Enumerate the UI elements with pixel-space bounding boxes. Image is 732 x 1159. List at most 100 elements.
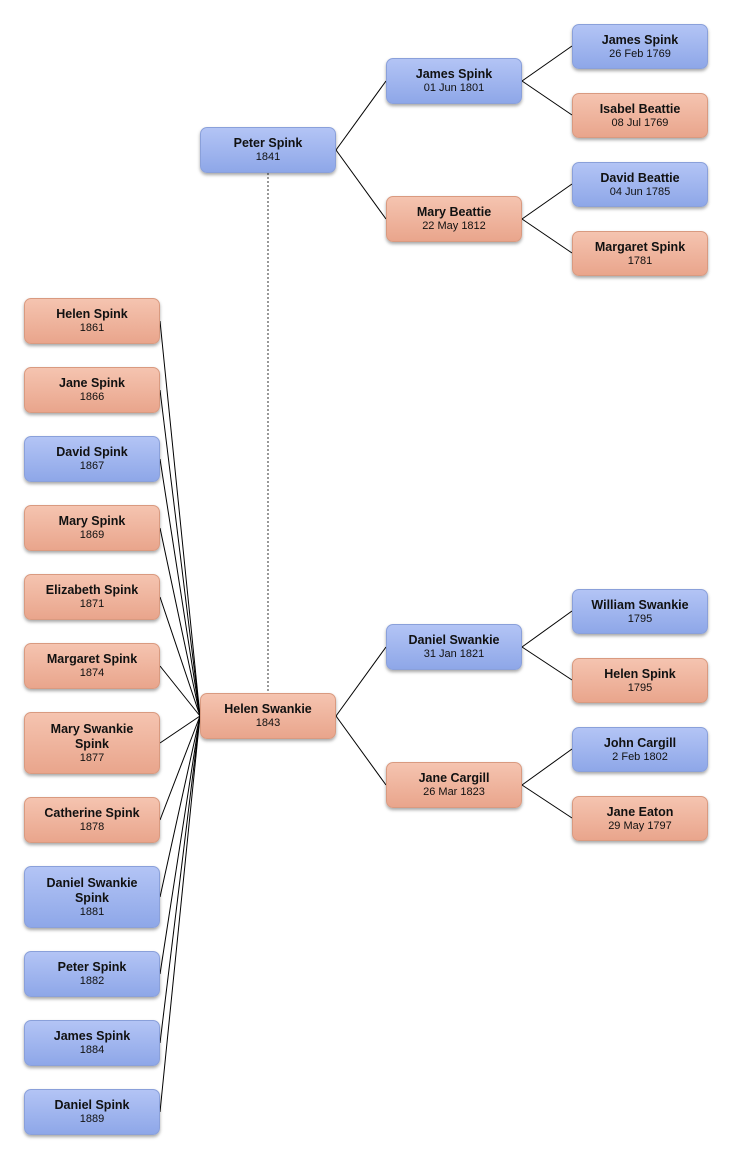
child-connector [159,715,201,1044]
person-date: 1867 [79,460,105,472]
person-date: 1869 [79,529,105,541]
person-john-cargill[interactable]: John Cargill 2 Feb 1802 [572,727,708,772]
person-helen-spink-grandmother[interactable]: Helen Spink 1795 [572,658,708,703]
person-name: Mary Spink [58,514,126,528]
person-jane-eaton[interactable]: Jane Eaton 29 May 1797 [572,796,708,841]
person-name: Helen Spink [604,666,676,681]
person-james-spink-grandfather[interactable]: James Spink 26 Feb 1769 [572,24,708,69]
child-connector [159,458,201,717]
person-james-spink-father[interactable]: James Spink 01 Jun 1801 [386,58,522,104]
person-date: 04 Jun 1785 [609,185,671,198]
child-connector [159,715,201,898]
person-name: David Beattie [600,170,680,185]
person-date: 1889 [79,1113,105,1125]
person-name: Peter Spink [57,960,127,974]
person-date: 1843 [255,717,281,729]
parent-connector [335,149,387,220]
child-connector [159,715,201,744]
child-david-spink[interactable]: David Spink 1867 [24,436,160,482]
person-margaret-spink-grandmother[interactable]: Margaret Spink 1781 [572,231,708,276]
person-date: 1884 [79,1044,105,1056]
person-date: 1881 [79,905,105,918]
person-name: William Swankie [591,597,689,612]
person-name: Mary Beattie [416,205,492,219]
person-date: 1866 [79,391,105,403]
person-name: James Spink [53,1029,131,1043]
parent-connector [521,610,573,648]
parent-connector [521,183,573,220]
child-connector [159,320,201,717]
person-name: Margaret Spink [46,652,138,666]
child-james-spink[interactable]: James Spink 1884 [24,1020,160,1066]
person-name: Helen Spink [56,307,128,321]
person-name: Helen Swankie [224,702,312,716]
person-date: 29 May 1797 [608,819,672,832]
child-daniel-spink[interactable]: Daniel Spink 1889 [24,1089,160,1135]
person-date: 08 Jul 1769 [611,116,669,129]
person-mary-beattie[interactable]: Mary Beattie 22 May 1812 [386,196,522,242]
parent-connector [521,646,573,681]
child-connector [159,389,201,717]
person-daniel-swankie[interactable]: Daniel Swankie 31 Jan 1821 [386,624,522,670]
person-peter-spink[interactable]: Peter Spink 1841 [200,127,336,173]
child-connector [159,527,201,717]
person-david-beattie[interactable]: David Beattie 04 Jun 1785 [572,162,708,207]
person-date: 1882 [79,975,105,987]
person-name: Jane Spink [59,376,125,390]
person-date: 1861 [79,322,105,334]
parent-connector [335,715,387,786]
person-date: 1795 [627,612,653,625]
person-name: Daniel Swankie Spink [46,875,138,905]
child-connector [159,665,201,717]
child-margaret-spink[interactable]: Margaret Spink 1874 [24,643,160,689]
person-date: 22 May 1812 [422,220,486,232]
person-william-swankie[interactable]: William Swankie 1795 [572,589,708,634]
child-connector [159,715,201,821]
child-jane-spink[interactable]: Jane Spink 1866 [24,367,160,413]
person-name: Jane Eaton [606,804,674,819]
person-name: John Cargill [603,735,677,750]
person-date: 1874 [79,667,105,679]
child-mary-swankie-spink[interactable]: Mary Swankie Spink 1877 [24,712,160,774]
person-date: 1795 [627,681,653,694]
person-name: Jane Cargill [418,771,490,785]
person-date: 1878 [79,821,105,833]
person-name: Isabel Beattie [599,101,681,116]
person-name: Peter Spink [233,136,303,150]
person-date: 2 Feb 1802 [612,750,668,763]
person-name: Daniel Swankie [408,633,500,647]
child-catherine-spink[interactable]: Catherine Spink 1878 [24,797,160,843]
person-date: 31 Jan 1821 [423,648,485,660]
child-peter-spink[interactable]: Peter Spink 1882 [24,951,160,997]
person-name: James Spink [415,67,493,81]
person-name: Catherine Spink [44,806,140,820]
person-isabel-beattie[interactable]: Isabel Beattie 08 Jul 1769 [572,93,708,138]
person-name: James Spink [601,32,679,47]
person-name: Margaret Spink [594,239,686,254]
parent-connector [521,784,573,819]
child-elizabeth-spink[interactable]: Elizabeth Spink 1871 [24,574,160,620]
child-connector [159,596,201,717]
person-name: David Spink [56,445,128,459]
child-daniel-swankie-spink[interactable]: Daniel Swankie Spink 1881 [24,866,160,928]
child-connector [159,715,201,975]
person-name: Daniel Spink [54,1098,130,1112]
child-helen-spink[interactable]: Helen Spink 1861 [24,298,160,344]
person-date: 1871 [79,598,105,610]
person-date: 1877 [79,751,105,764]
parent-connector [521,45,573,82]
parent-connector [521,748,573,786]
person-jane-cargill[interactable]: Jane Cargill 26 Mar 1823 [386,762,522,808]
person-date: 26 Mar 1823 [423,786,485,798]
parent-connector [521,80,573,116]
person-date: 1841 [255,151,281,163]
parent-connector [335,80,387,151]
child-mary-spink[interactable]: Mary Spink 1869 [24,505,160,551]
person-date: 01 Jun 1801 [423,82,485,94]
parent-connector [521,218,573,254]
person-name: Elizabeth Spink [45,583,139,597]
person-date: 1781 [627,254,653,267]
person-date: 26 Feb 1769 [609,47,671,60]
person-helen-swankie[interactable]: Helen Swankie 1843 [200,693,336,739]
